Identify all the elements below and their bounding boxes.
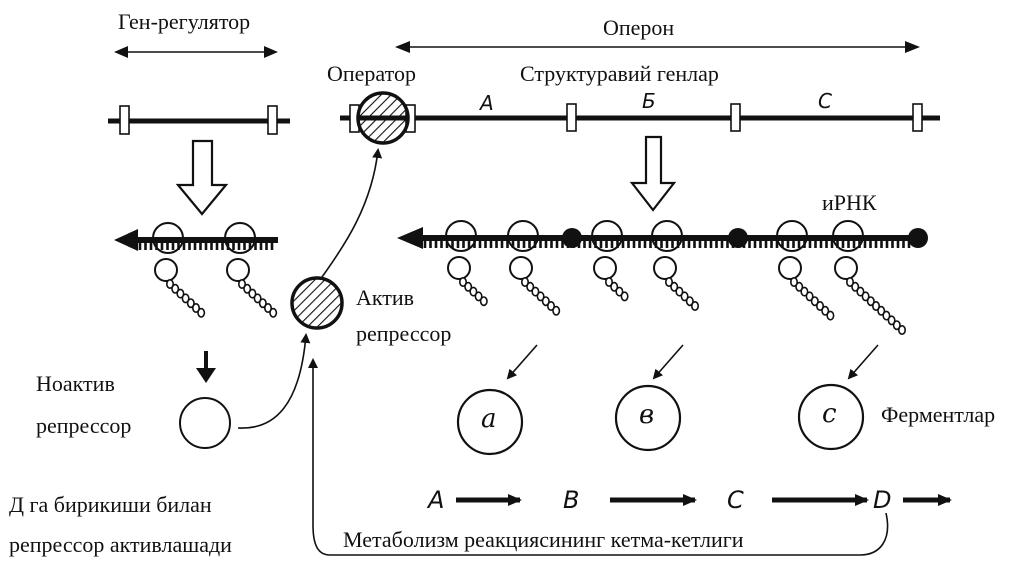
ribosome xyxy=(776,220,835,321)
operon-span-arrow xyxy=(395,41,920,53)
d-binding-label-2: репрессор активлашади xyxy=(9,532,232,557)
polypeptide-chain xyxy=(789,276,835,321)
inactive-repressor-label-2: репрессор xyxy=(36,413,132,438)
ribosome xyxy=(832,220,906,335)
operon-label: Оперон xyxy=(603,15,675,40)
polypeptide-chain xyxy=(458,276,488,307)
polypeptide-chain xyxy=(238,278,278,318)
ribosome xyxy=(152,222,206,318)
d-binding-label-1: Д га бирикиши билан xyxy=(9,492,212,517)
metabolite-b: B xyxy=(563,486,580,514)
polypeptide-chain xyxy=(664,276,699,311)
ribosome xyxy=(507,220,561,316)
metabolite-d: D xyxy=(873,486,892,514)
stop-codon-dot-1 xyxy=(562,228,582,248)
metabolite-a: A xyxy=(428,486,445,514)
stop-codon-dot-2 xyxy=(728,228,748,248)
active-repressor-label-2: репрессор xyxy=(356,321,452,346)
regulator-mrna xyxy=(114,229,278,251)
ribosome xyxy=(591,220,629,302)
operon-transcription-arrow xyxy=(629,135,677,212)
active-repressor-label-1: Актив xyxy=(356,285,415,310)
operator-label: Оператор xyxy=(327,61,416,86)
ribosome xyxy=(445,220,488,307)
enzyme-a-circle xyxy=(456,388,524,456)
structural-genes-label: Структуравий генлар xyxy=(520,61,719,86)
arrow-to-enzyme-a xyxy=(506,344,538,380)
operon-dna xyxy=(340,103,940,133)
gene-label-c: С xyxy=(818,89,832,113)
enzyme-label-c: c xyxy=(822,399,837,429)
inactive-repressor-label-1: Ноактив xyxy=(36,371,115,396)
repressor-to-operator-arrow xyxy=(321,148,383,278)
operon-mrna xyxy=(397,227,928,249)
inactive-repressor-circle xyxy=(179,397,231,449)
gene-label-b: Б xyxy=(642,89,656,113)
metabolite-c: C xyxy=(727,486,744,514)
mrna-label: иРНК xyxy=(822,190,877,215)
ribosome xyxy=(651,220,699,311)
ribosome xyxy=(224,222,278,318)
regulator-gene-dna xyxy=(108,105,290,135)
enzyme-label-b: в xyxy=(639,400,655,430)
enzyme-c-circle xyxy=(797,383,865,451)
gene-regulator-span-arrow xyxy=(114,46,278,58)
polypeptide-chain xyxy=(520,276,561,316)
polypeptide-chain xyxy=(604,276,629,302)
inactive-to-active-arrow xyxy=(237,333,311,429)
feedback-line xyxy=(308,358,889,556)
regulator-transcription-arrow xyxy=(175,139,229,216)
operator-repressor-circle xyxy=(356,91,410,145)
stop-codon-dot-3 xyxy=(908,228,928,248)
polypeptide-chain xyxy=(166,278,206,318)
arrow-to-enzyme-b xyxy=(652,344,684,380)
gene-regulator-label: Ген-регулятор xyxy=(118,9,251,34)
regulator-translation-arrowhead xyxy=(196,368,216,383)
enzymes-label: Ферментлар xyxy=(881,402,996,427)
active-repressor-circle xyxy=(290,276,344,330)
polypeptide-chain xyxy=(845,276,906,335)
enzyme-label-a: a xyxy=(481,404,497,434)
arrow-to-enzyme-c xyxy=(847,344,879,380)
enzyme-b-circle xyxy=(614,384,682,452)
metabolism-label: Метаболизм реакциясининг кетма-кетлиги xyxy=(343,527,744,552)
gene-label-a: А xyxy=(480,91,494,115)
